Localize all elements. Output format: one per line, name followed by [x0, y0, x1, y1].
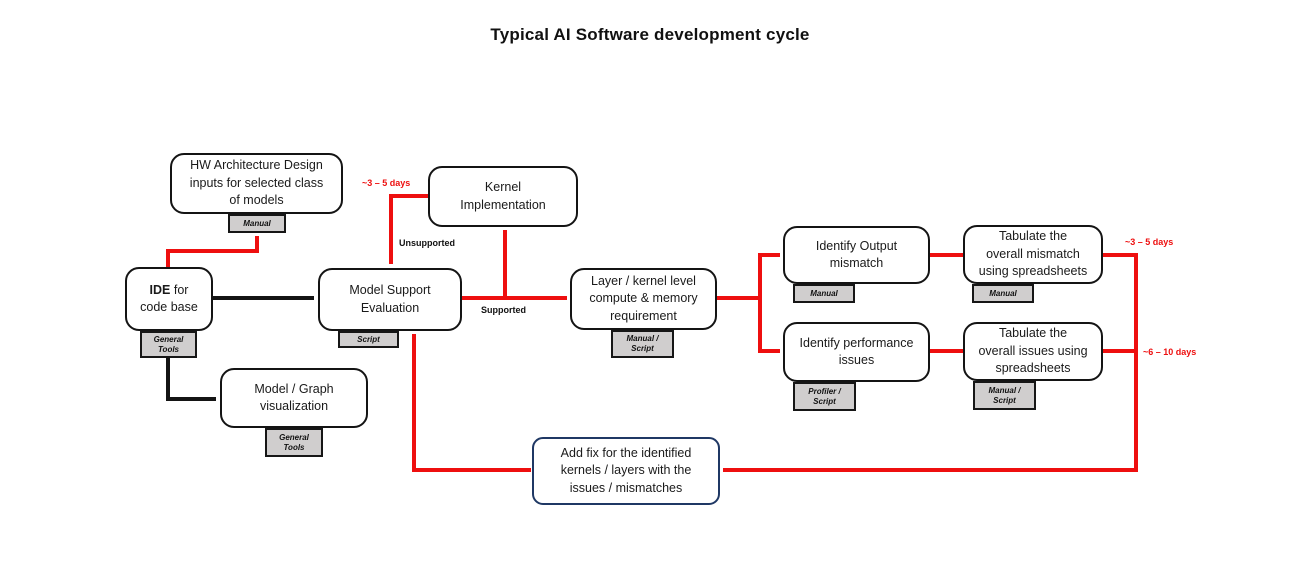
tag-ide-general-tools: General Tools — [140, 331, 197, 358]
edge-rail-to-add-fix-arrow — [723, 253, 1138, 472]
edge-ide-to-hw-arch-arrow — [166, 236, 259, 268]
label-supported: Supported — [481, 305, 526, 315]
edge-branch-to-identify-perf-arrow — [758, 298, 780, 353]
edge-add-fix-to-model-support-arrow — [412, 334, 531, 472]
tag-hw-arch-manual: Manual — [228, 214, 286, 233]
edge-kernel-to-model-support-arrow — [389, 194, 429, 264]
node-identify-output-mismatch: Identify Output mismatch — [783, 226, 930, 284]
node-identify-performance-issues: Identify performance issues — [783, 322, 930, 382]
node-hw-architecture-design: HW Architecture Design inputs for select… — [170, 153, 343, 214]
tag-tabulate-mismatch-manual: Manual — [972, 284, 1034, 303]
tag-layer-manual-script: Manual / Script — [611, 330, 674, 358]
node-kernel-implementation: Kernel Implementation — [428, 166, 578, 227]
tag-model-support-script: Script — [338, 331, 399, 348]
node-tabulate-overall-issues: Tabulate the overall issues using spread… — [963, 322, 1103, 381]
node-add-fix: Add fix for the identified kernels / lay… — [532, 437, 720, 505]
tag-identify-output-manual: Manual — [793, 284, 855, 303]
node-model-support-evaluation: Model Support Evaluation — [318, 268, 462, 331]
label-kernel-duration: ~3 – 5 days — [362, 178, 411, 188]
tag-tabulate-issues-manual-script: Manual / Script — [973, 381, 1036, 410]
tag-identify-perf-profiler-script: Profiler / Script — [793, 382, 856, 411]
node-tabulate-overall-mismatch: Tabulate the overall mismatch using spre… — [963, 225, 1103, 284]
diagram-title: Typical AI Software development cycle — [490, 25, 810, 44]
label-unsupported: Unsupported — [399, 238, 455, 248]
node-model-graph-visualization: Model / Graph visualization — [220, 368, 368, 428]
label-mismatch-duration: ~3 – 5 days — [1125, 237, 1174, 247]
edge-ide-to-model-graph-arrow — [166, 357, 216, 401]
tag-model-graph-general-tools: General Tools — [265, 428, 323, 457]
node-layer-kernel-requirement: Layer / kernel level compute & memory re… — [570, 268, 717, 330]
edge-branch-to-identify-output-arrow — [758, 253, 780, 298]
label-issues-duration: ~6 – 10 days — [1143, 347, 1197, 357]
